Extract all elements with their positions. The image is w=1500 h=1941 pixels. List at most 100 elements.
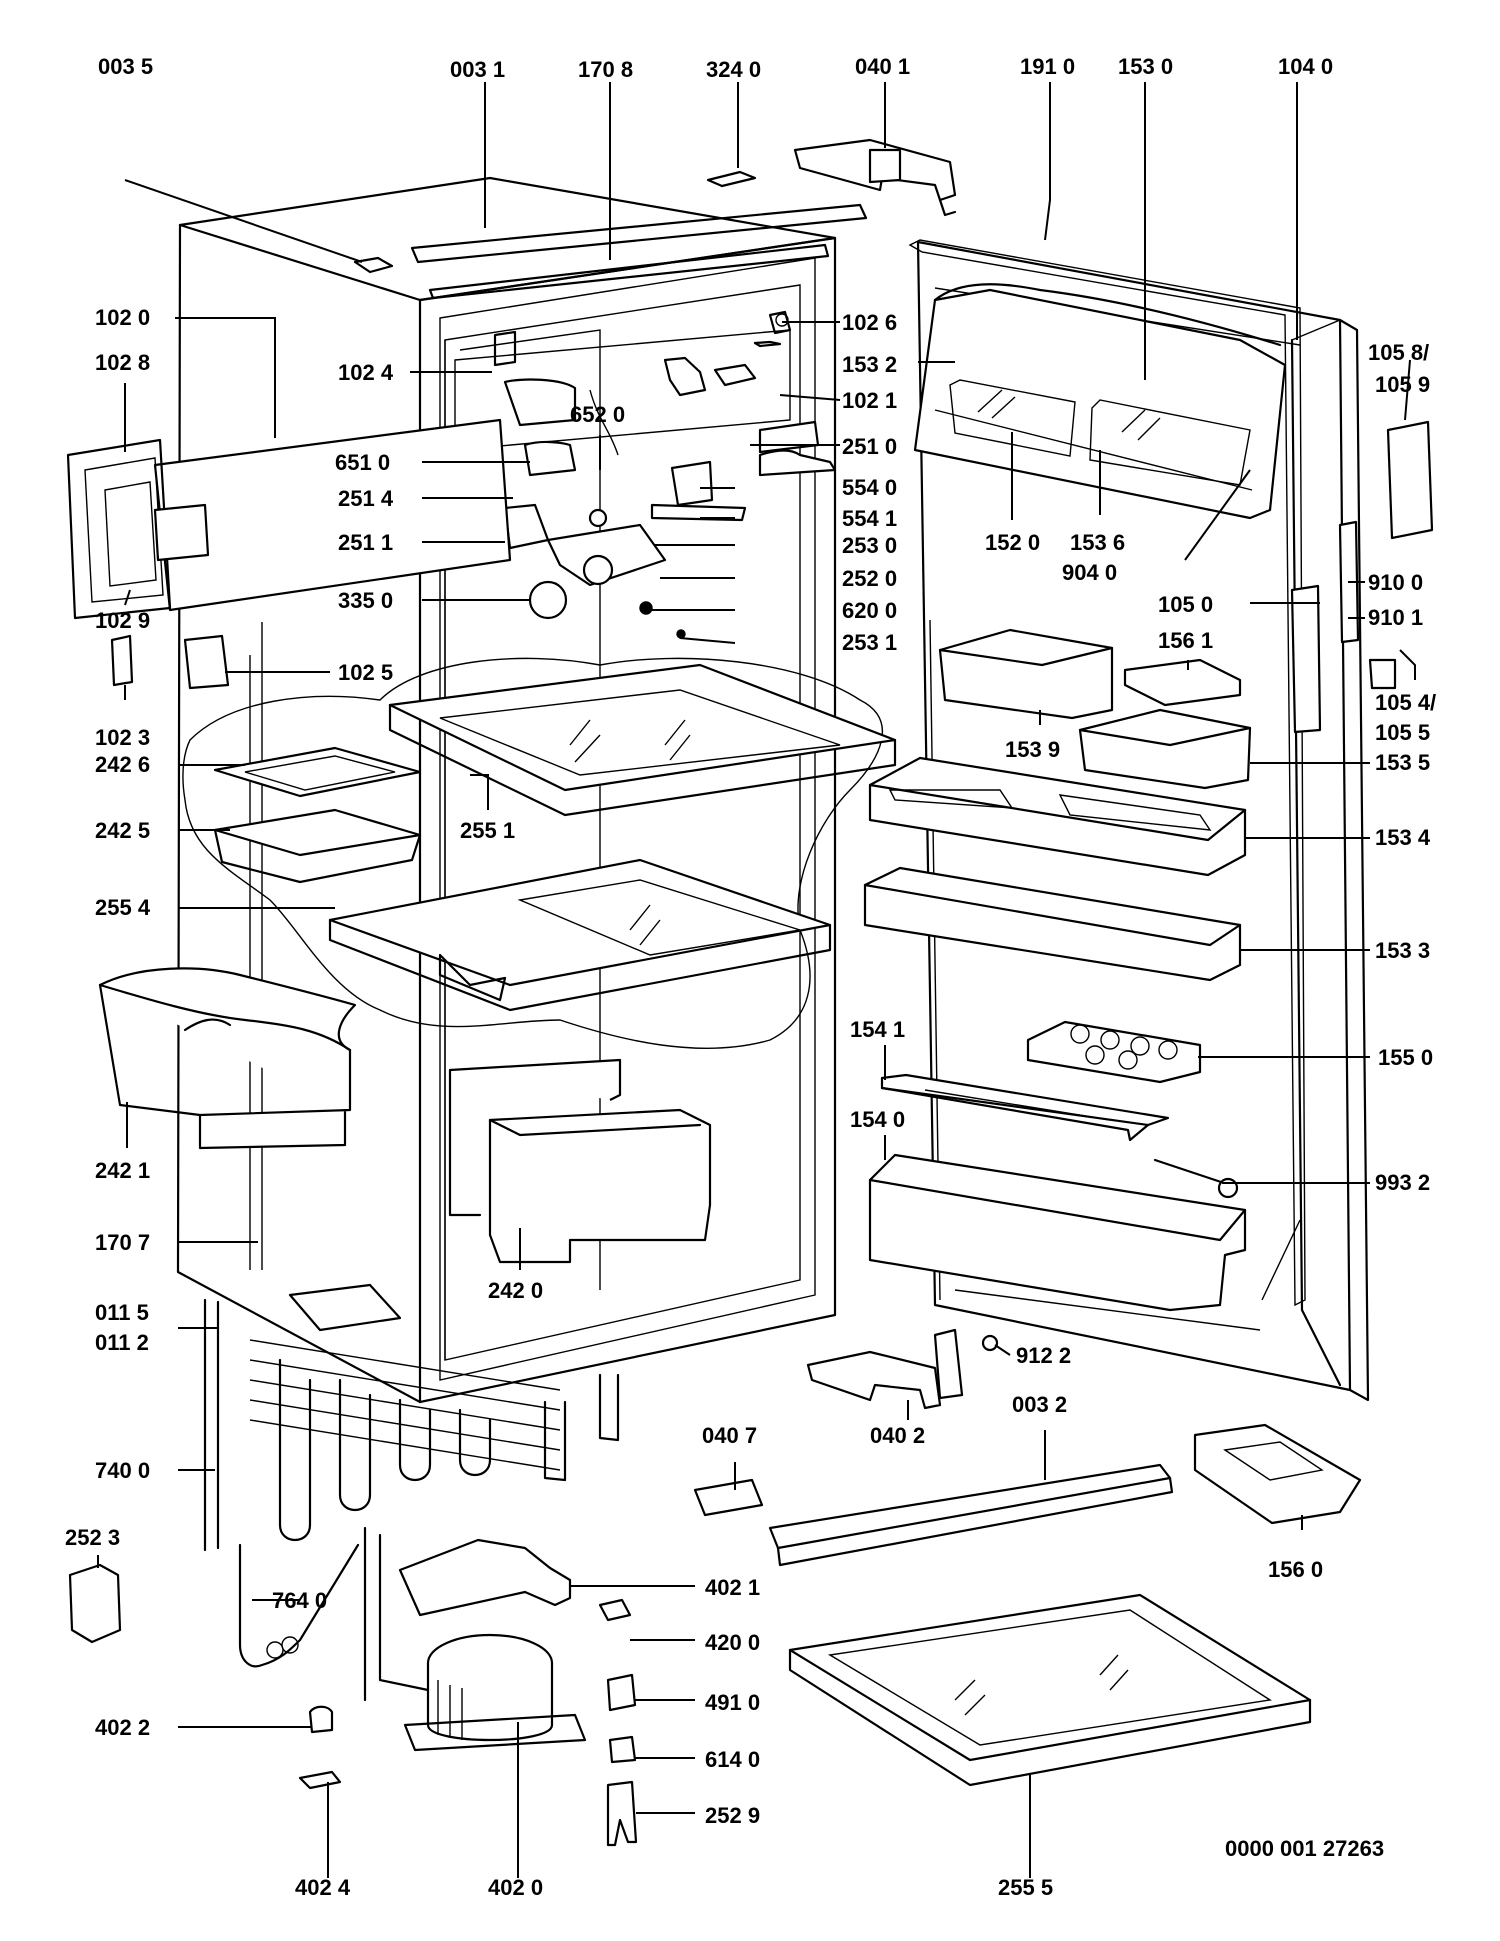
label-2510: 251 0 [842,434,897,459]
door-bin-153-9 [938,628,1114,720]
part-number-labels: 003 5 003 1 170 8 324 0 040 1 191 0 153 … [65,54,1436,1900]
label-1534: 153 4 [1375,825,1431,850]
cover-003-2 [768,1463,1172,1550]
compressor-402-0 [363,1526,587,1752]
label-1029: 102 9 [95,608,150,633]
part-252-9 [606,1780,638,1847]
label-2520: 252 0 [842,566,897,591]
label-1055: 105 5 [1375,720,1430,745]
label-1561: 156 1 [1158,628,1213,653]
label-3350: 335 0 [338,588,393,613]
part-105-0 [1290,584,1322,734]
label-2530: 253 0 [842,533,897,558]
label-7400: 740 0 [95,1458,150,1483]
label-2420: 242 0 [488,1278,543,1303]
label-6510: 651 0 [335,450,390,475]
part-105-8 [1386,420,1434,540]
label-0115: 011 5 [95,1300,149,1325]
label-1541: 154 1 [850,1017,905,1042]
label-1040: 104 0 [1278,54,1333,79]
part-324-0 [706,170,757,188]
drawing-id: 0000 001 27263 [1225,1836,1384,1861]
label-2551: 255 1 [460,818,515,843]
evaporator-door-102-0 [66,418,512,620]
label-9040: 904 0 [1062,560,1117,585]
label-1707: 170 7 [95,1230,150,1255]
label-1023: 102 3 [95,725,150,750]
label-1028: 102 8 [95,350,150,375]
label-1560: 156 0 [1268,1557,1323,1582]
label-1025: 102 5 [338,660,393,685]
label-2426: 242 6 [95,752,150,777]
tray-242-6 [213,746,422,798]
label-1539: 153 9 [1005,737,1060,762]
label-1550: 155 0 [1378,1045,1433,1070]
label-0032: 003 2 [1012,1392,1067,1417]
label-1021: 102 1 [842,388,897,413]
label-4910: 491 0 [705,1690,760,1715]
label-4022: 402 2 [95,1715,150,1740]
glass-plate-255-5 [788,1593,1312,1787]
label-0035: 003 5 [98,54,153,79]
label-1532: 153 2 [842,352,897,377]
egg-tray-155-0 [1026,1020,1202,1084]
part-420-0 [598,1598,632,1622]
door-box-156-1 [1123,658,1242,707]
label-5540: 554 0 [842,475,897,500]
label-1708: 170 8 [578,57,633,82]
label-0407: 040 7 [702,1423,757,1448]
label-2555: 255 5 [998,1875,1053,1900]
label-5541: 554 1 [842,506,897,531]
leader-lines [97,82,1416,1878]
label-1530: 153 0 [1118,54,1173,79]
crisper-242-0 [448,1058,712,1264]
hinge-040-1 [793,138,957,217]
label-1024: 102 4 [338,360,394,385]
label-0112: 011 2 [95,1330,149,1355]
label-6200: 620 0 [842,598,897,623]
condenser-740-0 [203,1298,620,1552]
capillary-764-0 [238,1543,360,1668]
part-993-2 [1153,1158,1232,1187]
label-1050: 105 0 [1158,592,1213,617]
label-4200: 420 0 [705,1630,760,1655]
label-1540: 154 0 [850,1107,905,1132]
label-1535: 153 5 [1375,750,1430,775]
label-1020: 102 0 [95,305,150,330]
part-102-5 [183,634,230,690]
label-2554: 255 4 [95,895,151,920]
door-bin-153-5 [1078,708,1252,790]
bottle-bin-154-0 [868,1153,1247,1312]
label-1058: 105 8/ [1368,340,1429,365]
label-1026: 102 6 [842,310,897,335]
label-1910: 191 0 [1020,54,1075,79]
label-1059: 105 9 [1375,372,1430,397]
part-003-5 [353,256,394,274]
hinge-040-2 [806,1328,964,1410]
label-4020: 402 0 [488,1875,543,1900]
label-9101: 910 1 [1368,605,1423,630]
drawer-242-1 [98,967,357,1150]
label-2511: 251 1 [338,530,393,555]
label-9932: 993 2 [1375,1170,1430,1195]
butter-compartment [913,283,1287,520]
door-bin-153-4 [868,756,1247,877]
part-402-2 [308,1705,334,1734]
bottle-rail-154-1 [880,1073,1170,1142]
part-040-7 [693,1478,764,1517]
part-491-0 [606,1673,637,1712]
control-parts [493,310,837,639]
label-1533: 153 3 [1375,938,1430,963]
label-2421: 242 1 [95,1158,150,1183]
part-105-4 [1368,658,1397,690]
label-2523: 252 3 [65,1525,120,1550]
label-0402: 040 2 [870,1423,925,1448]
box-242-5 [213,808,422,884]
label-2425: 242 5 [95,818,150,843]
label-2514: 251 4 [338,486,394,511]
part-252-3 [68,1563,122,1644]
label-2531: 253 1 [842,630,897,655]
label-3240: 324 0 [706,57,761,82]
part-102-3 [110,634,134,687]
